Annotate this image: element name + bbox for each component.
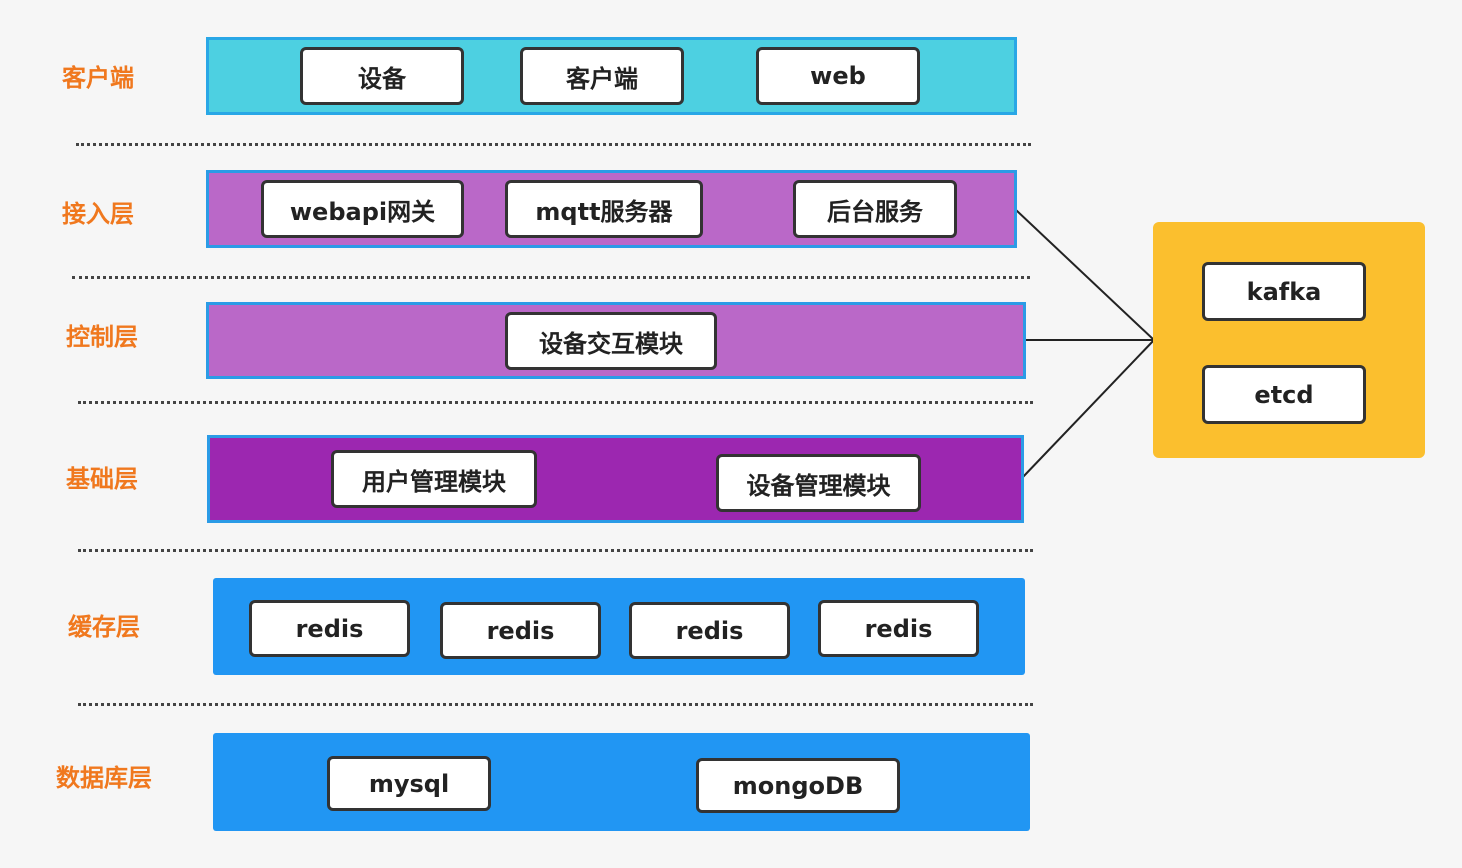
divider-4 bbox=[78, 549, 1033, 552]
client-item-device: 设备 bbox=[300, 47, 464, 105]
base-item-device-management: 设备管理模块 bbox=[716, 454, 921, 512]
divider-3 bbox=[78, 401, 1033, 404]
access-item-webapi-gateway: webapi网关 bbox=[261, 180, 464, 238]
divider-2 bbox=[72, 276, 1030, 279]
access-item-mqtt-server: mqtt服务器 bbox=[505, 180, 703, 238]
divider-1 bbox=[76, 143, 1031, 146]
cache-item-redis-3: redis bbox=[629, 602, 790, 659]
layer-label-access: 接入层 bbox=[62, 200, 134, 228]
cache-item-redis-2: redis bbox=[440, 602, 601, 659]
layer-label-db: 数据库层 bbox=[56, 764, 152, 792]
middleware-item-kafka: kafka bbox=[1202, 262, 1366, 321]
client-item-web: web bbox=[756, 47, 920, 105]
client-item-client: 客户端 bbox=[520, 47, 684, 105]
layer-label-base: 基础层 bbox=[66, 465, 138, 493]
connector-access-to-middleware bbox=[1015, 209, 1155, 341]
access-item-backend-service: 后台服务 bbox=[793, 180, 957, 238]
connector-base-to-middleware bbox=[1021, 339, 1155, 479]
cache-item-redis-1: redis bbox=[249, 600, 410, 657]
db-item-mongodb: mongoDB bbox=[696, 758, 900, 813]
layer-label-client: 客户端 bbox=[62, 64, 134, 92]
base-item-user-management: 用户管理模块 bbox=[331, 450, 537, 508]
cache-item-redis-4: redis bbox=[818, 600, 979, 657]
layer-label-control: 控制层 bbox=[66, 323, 138, 351]
divider-5 bbox=[78, 703, 1033, 706]
control-item-device-interaction: 设备交互模块 bbox=[505, 312, 717, 370]
layer-label-cache: 缓存层 bbox=[68, 613, 140, 641]
middleware-item-etcd: etcd bbox=[1202, 365, 1366, 424]
db-item-mysql: mysql bbox=[327, 756, 491, 811]
